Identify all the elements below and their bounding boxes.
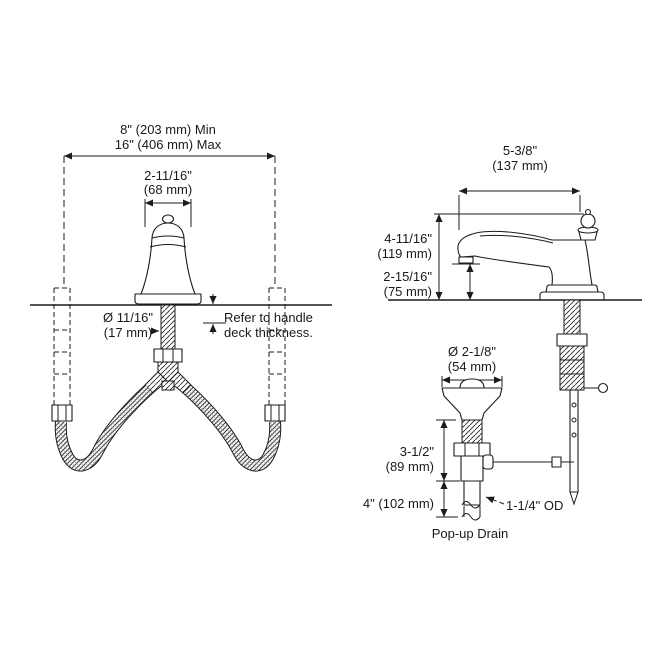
spout-body xyxy=(140,235,196,295)
label-shank-diameter-mm: (17 mm) xyxy=(104,325,152,340)
drain-upper-dimension xyxy=(436,419,460,482)
right-supply-hose xyxy=(182,384,282,472)
label-drain-diameter-in: Ø 2-1/8" xyxy=(448,344,496,359)
strap-hole-1 xyxy=(571,402,577,408)
base-molding-lower xyxy=(539,291,605,301)
left-valve-outline xyxy=(53,287,71,405)
label-deck-note-1: Refer to handle xyxy=(224,310,313,325)
label-drain-upper-mm: (89 mm) xyxy=(386,459,434,474)
liftrod-strap xyxy=(569,389,579,493)
faucet-side-profile xyxy=(457,208,605,301)
right-valve-outline xyxy=(268,287,286,405)
tailpiece-od-leader xyxy=(485,496,505,505)
spout-profile-topline xyxy=(479,234,554,244)
aerator xyxy=(458,256,474,264)
label-height-in: 4-11/16" xyxy=(384,231,432,246)
faucet-mounting-nut xyxy=(556,333,588,347)
drain-flange xyxy=(441,387,503,421)
label-drain-lower: 4" (102 mm) xyxy=(363,496,434,511)
strap-hole-2 xyxy=(571,417,577,423)
widespread-rough-in-view: 8" (203 mm) Min 16" (406 mm) Max 2-11/16… xyxy=(30,122,332,472)
label-spout-width-in: 2-11/16" xyxy=(144,168,192,183)
liftrod-knob xyxy=(597,382,609,394)
popup-drain-assembly xyxy=(441,378,574,521)
drain-tee-body xyxy=(460,455,484,482)
valve-body-lines xyxy=(560,359,584,375)
deck-thickness-dimension xyxy=(203,294,226,334)
pivot-clevis-nut xyxy=(551,456,562,468)
right-coupling-facets xyxy=(270,405,280,421)
spout-threaded-shank xyxy=(160,304,176,352)
spout-mounting-nut xyxy=(153,348,183,363)
label-spread-max: 16" (406 mm) Max xyxy=(115,137,222,152)
label-height-mm: (119 mm) xyxy=(377,246,432,261)
pipe-break-lower xyxy=(461,513,481,521)
nut-facet-lines xyxy=(162,349,174,362)
tailpiece-continuation xyxy=(463,506,481,517)
label-outlet-height-in: 2-15/16" xyxy=(383,269,432,284)
reach-dimension xyxy=(458,187,581,230)
label-reach-mm: (137 mm) xyxy=(492,158,548,173)
label-outlet-height-mm: (75 mm) xyxy=(384,284,432,299)
spout-molding-line xyxy=(149,244,187,248)
spout-base-flange xyxy=(134,293,202,305)
spout-profile-body xyxy=(457,230,593,286)
drain-lower-dimension xyxy=(436,481,458,518)
supply-tee-fitting xyxy=(144,361,192,394)
faucet-shank xyxy=(563,299,581,339)
drain-threaded-body xyxy=(461,419,483,446)
valve-body xyxy=(559,345,585,391)
faucet-underdeck-assembly xyxy=(556,299,609,506)
left-coupling-facets xyxy=(57,405,67,421)
label-tailpiece-od: 1-1/4" OD xyxy=(506,498,563,513)
left-hose-coupling-nut xyxy=(51,404,73,422)
drain-locknut xyxy=(453,442,491,457)
label-popup-drain: Pop-up Drain xyxy=(432,526,509,541)
pipe-break-upper xyxy=(461,501,481,509)
label-drain-upper-in: 3-1/2" xyxy=(400,444,435,459)
left-supply-hose xyxy=(54,384,154,472)
label-spout-width-mm: (68 mm) xyxy=(144,182,192,197)
strap-tip xyxy=(569,491,579,506)
center-spout-front-view xyxy=(134,214,202,305)
drain-stopper-dome xyxy=(459,378,485,389)
label-drain-diameter-mm: (54 mm) xyxy=(448,359,496,374)
outlet-height-dimension xyxy=(452,263,480,300)
label-spread-min: 8" (203 mm) Min xyxy=(120,122,216,137)
base-molding-upper xyxy=(545,284,599,293)
right-hose-coupling-nut xyxy=(264,404,286,422)
label-reach-in: 5-3/8" xyxy=(503,143,538,158)
pivot-ball-nut xyxy=(482,454,494,470)
finial-tip xyxy=(584,208,592,216)
strap-hole-3 xyxy=(571,432,577,438)
spout-finial xyxy=(161,214,175,224)
drain-tailpiece xyxy=(463,480,481,506)
finial-ball xyxy=(580,213,596,229)
spout-profile-and-drain-view: 5-3/8" (137 mm) 4-11/16" (119 mm) 2-15/1… xyxy=(363,143,642,541)
drain-locknut-facets xyxy=(464,443,480,456)
label-shank-diameter-in: Ø 11/16" xyxy=(103,310,153,325)
spout-width-dimension xyxy=(144,199,192,227)
label-deck-note-2: deck thickness. xyxy=(224,325,313,340)
